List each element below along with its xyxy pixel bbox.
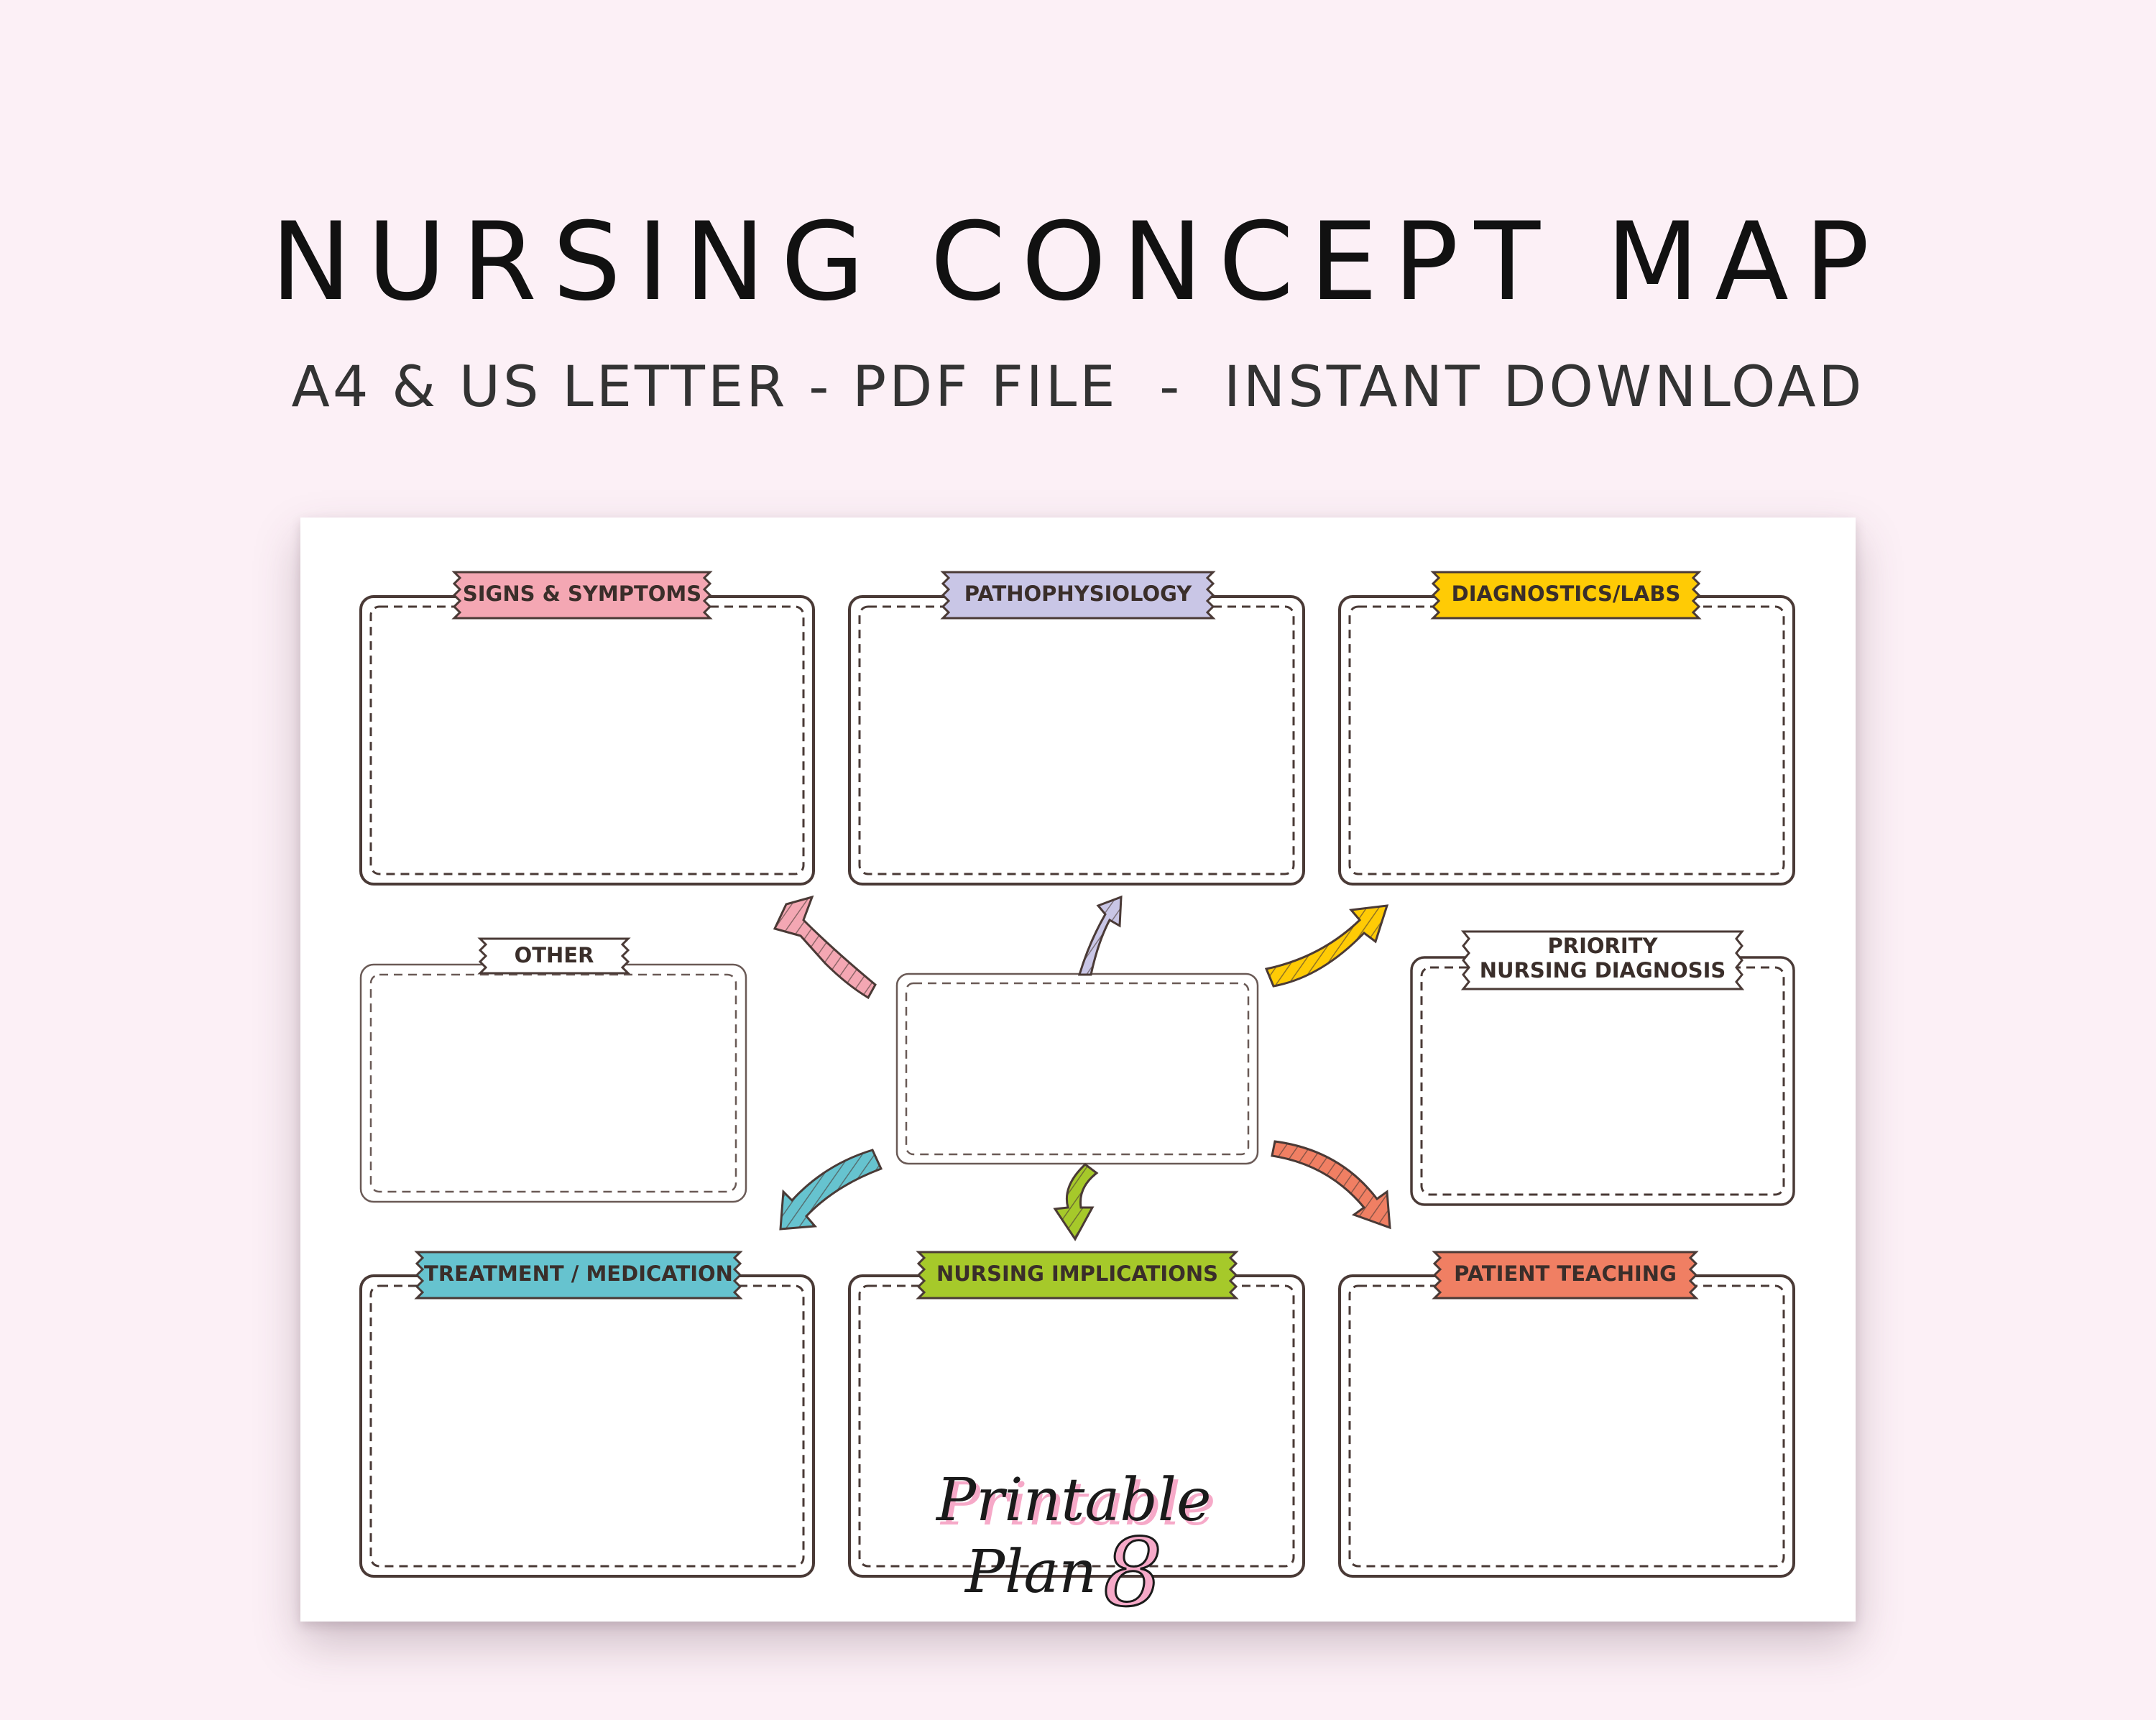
printable-plan-8-logo: Printable Plan 8 (915, 1466, 1253, 1629)
logo-word-plan: Plan (965, 1538, 1097, 1606)
label-treatment-medication: TREATMENT / MEDICATION (424, 1261, 733, 1286)
tag-pathophysiology (940, 571, 1216, 620)
logo-word-printable: Printable (936, 1466, 1212, 1535)
arrow-to-patient-teaching (1271, 1140, 1391, 1230)
label-priority-line1: PRIORITY (1547, 934, 1658, 958)
tag-nursing-implications (916, 1251, 1239, 1300)
arrow-to-nursing-implications (1053, 1163, 1099, 1241)
arrow-to-treatment-medication (779, 1149, 883, 1231)
tag-treatment-medication (414, 1251, 743, 1300)
arrow-to-signs-symptoms (773, 895, 877, 1000)
box-pathophysiology (848, 595, 1305, 886)
page-subtitle: A4 & US LETTER - PDF FILE - INSTANT DOWN… (291, 355, 1865, 420)
arrow-to-pathophysiology (1077, 895, 1123, 976)
page-title: NURSING CONCEPT MAP (270, 200, 1886, 325)
logo-number-8: 8 (1102, 1517, 1164, 1629)
box-center (895, 972, 1259, 1165)
box-treatment-medication (359, 1274, 815, 1578)
box-diagnostics-labs (1338, 595, 1795, 886)
label-nursing-implications: NURSING IMPLICATIONS (936, 1261, 1219, 1286)
tag-other (477, 937, 631, 975)
tag-diagnostics-labs (1430, 571, 1702, 620)
concept-map-sheet: SIGNS & SYMPTOMS PATHOPHYSIOLOGY DIAGNOS… (300, 518, 1856, 1629)
arrow-to-diagnostics-labs (1264, 904, 1389, 988)
tag-patient-teaching (1432, 1251, 1699, 1300)
label-patient-teaching: PATIENT TEACHING (1454, 1261, 1677, 1286)
label-diagnostics-labs: DIAGNOSTICS/LABS (1451, 581, 1681, 606)
box-other (359, 963, 747, 1203)
label-priority-line2: NURSING DIAGNOSIS (1479, 958, 1726, 983)
box-signs-symptoms (359, 595, 815, 886)
label-signs-symptoms: SIGNS & SYMPTOMS (462, 581, 702, 606)
concept-map-drawing (359, 571, 1795, 1578)
label-pathophysiology: PATHOPHYSIOLOGY (964, 581, 1192, 606)
box-patient-teaching (1338, 1274, 1795, 1578)
box-priority-nursing-diagnosis (1410, 956, 1795, 1206)
tag-priority-nursing-diagnosis (1460, 930, 1745, 990)
label-other: OTHER (514, 943, 594, 967)
tag-signs-symptoms (451, 571, 713, 620)
